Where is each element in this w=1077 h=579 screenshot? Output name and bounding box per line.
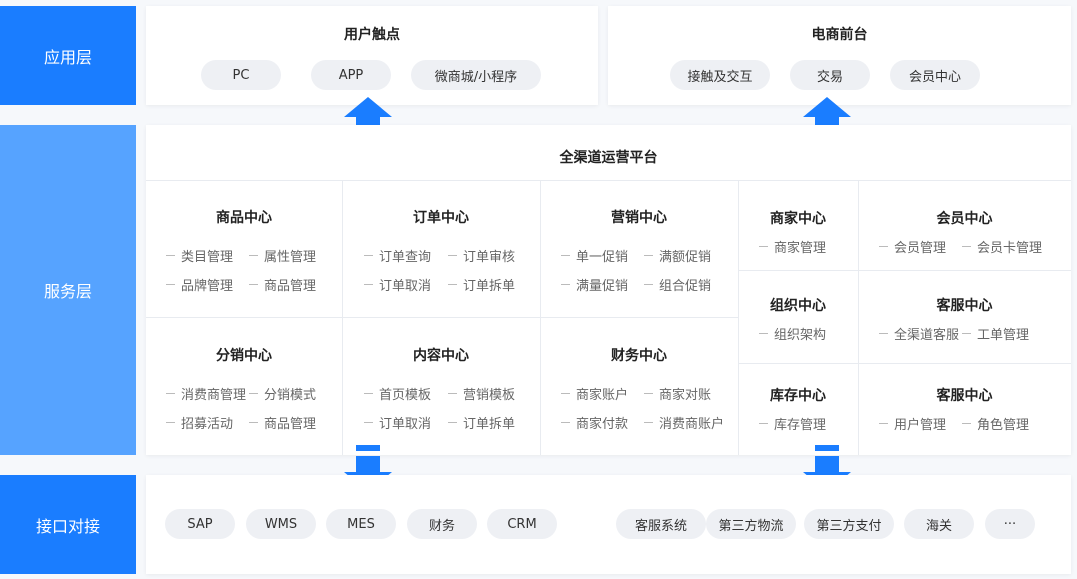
pill-wms: WMS	[246, 509, 316, 539]
center-title: 分销中心	[216, 348, 272, 364]
grid-divider	[738, 363, 1071, 364]
center-item: 商品管理	[249, 275, 316, 294]
pill-third-party-payment: 第三方支付	[804, 509, 894, 539]
center-item: 首页模板	[364, 384, 431, 403]
app-layer-label: 应用层	[0, 6, 136, 105]
grid-divider	[738, 180, 739, 455]
center-title: 库存中心	[770, 388, 826, 404]
pill-customer-service-system: 客服系统	[616, 509, 706, 539]
pill-customs: 海关	[904, 509, 974, 539]
center-item: 会员管理	[879, 237, 946, 256]
center-item: 类目管理	[166, 246, 233, 265]
center-item: 商家账户	[561, 384, 628, 403]
service-layer-label: 服务层	[0, 125, 136, 455]
user-touch-card: 用户触点 PC APP 微商城/小程序	[146, 6, 598, 105]
pill-mes: MES	[326, 509, 396, 539]
grid-divider	[342, 180, 343, 455]
center-item: 组合促销	[644, 275, 711, 294]
center-item: 库存管理	[759, 414, 826, 433]
pill-pc: PC	[201, 60, 281, 90]
center-title: 营销中心	[611, 210, 667, 226]
center-title: 客服中心	[936, 298, 993, 314]
center-item: 商品管理	[249, 413, 316, 432]
center-title: 会员中心	[936, 211, 993, 227]
grid-divider	[858, 180, 859, 455]
center-item: 满量促销	[561, 275, 628, 294]
pill-finance: 财务	[407, 509, 477, 539]
center-item: 组织架构	[759, 324, 826, 343]
pill-sap: SAP	[165, 509, 235, 539]
center-title: 商品中心	[216, 210, 272, 226]
center-item: 角色管理	[962, 414, 1029, 433]
grid-divider	[738, 270, 1071, 271]
pill-contact-interaction: 接触及交互	[670, 60, 770, 90]
platform-title: 全渠道运营平台	[559, 150, 658, 166]
center-item: 全渠道客服	[879, 324, 959, 343]
pill-trade: 交易	[790, 60, 870, 90]
center-item: 订单拆单	[448, 275, 515, 294]
ecom-front-card: 电商前台 接触及交互 交易 会员中心	[608, 6, 1071, 105]
center-item: 招募活动	[166, 413, 233, 432]
center-item: 商家付款	[561, 413, 628, 432]
pill-member-center: 会员中心	[890, 60, 980, 90]
center-item: 工单管理	[962, 324, 1029, 343]
center-item: 消费商账户	[644, 413, 724, 432]
center-item: 商家对账	[644, 384, 711, 403]
center-item: 订单审核	[448, 246, 515, 265]
platform-card: 全渠道运营平台 商品中心 类目管理 属性管理 品牌管理 商品管理 订单中心 订单…	[146, 125, 1071, 455]
center-title: 商家中心	[770, 211, 826, 227]
center-title: 订单中心	[413, 210, 469, 226]
center-title: 客服中心	[936, 388, 993, 404]
center-item: 属性管理	[249, 246, 316, 265]
arrow-down-icon	[344, 445, 392, 492]
center-item: 营销模板	[448, 384, 515, 403]
center-item: 品牌管理	[166, 275, 233, 294]
pill-third-party-logistics: 第三方物流	[706, 509, 796, 539]
center-item: 消费商管理	[166, 384, 246, 403]
center-item: 满额促销	[644, 246, 711, 265]
center-item: 商家管理	[759, 237, 826, 256]
center-item: 订单查询	[364, 246, 431, 265]
center-item: 单一促销	[561, 246, 628, 265]
interface-layer-label: 接口对接	[0, 475, 136, 574]
center-title: 组织中心	[770, 298, 826, 314]
pill-app: APP	[311, 60, 391, 90]
center-item: 订单取消	[364, 413, 431, 432]
center-title: 内容中心	[413, 348, 469, 364]
grid-divider	[146, 180, 1071, 181]
center-item: 订单拆单	[448, 413, 515, 432]
pill-mini-program: 微商城/小程序	[411, 60, 541, 90]
arrow-down-icon	[803, 445, 851, 492]
interface-card: SAP WMS MES 财务 CRM 客服系统 第三方物流 第三方支付 海关 ·…	[146, 475, 1071, 574]
grid-divider	[540, 180, 541, 455]
center-item: 分销模式	[249, 384, 316, 403]
center-title: 财务中心	[611, 348, 667, 364]
user-touch-title: 用户触点	[344, 27, 400, 43]
ecom-front-title: 电商前台	[811, 27, 868, 43]
center-item: 会员卡管理	[962, 237, 1042, 256]
center-item: 订单取消	[364, 275, 431, 294]
grid-divider	[146, 317, 738, 318]
pill-crm: CRM	[487, 509, 557, 539]
center-item: 用户管理	[879, 414, 946, 433]
pill-more: ···	[985, 509, 1035, 539]
